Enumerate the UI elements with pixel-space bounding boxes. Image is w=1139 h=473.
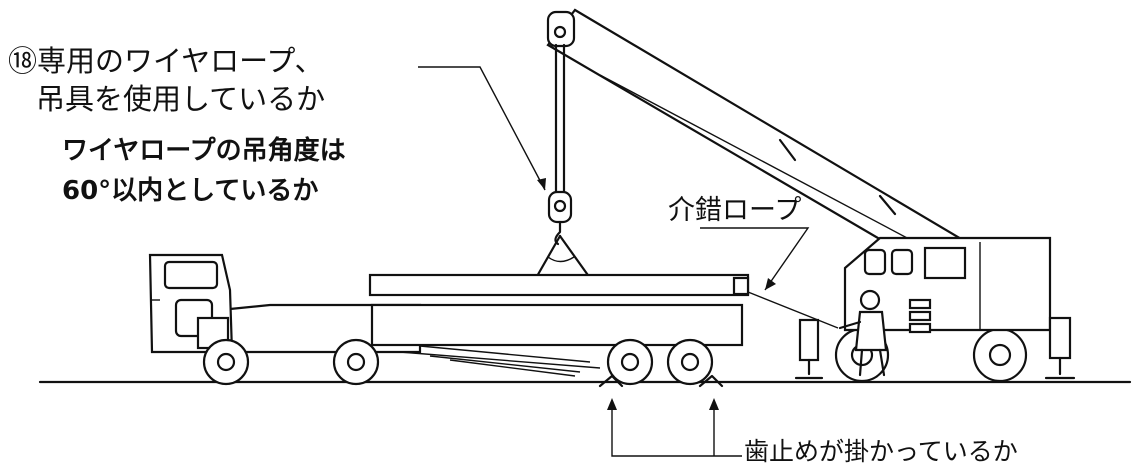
wire-rope-check-label: ⑱専用のワイヤロープ、 — [8, 44, 324, 78]
wheel-chock-label: 歯止めが掛かっているか — [744, 437, 1018, 466]
tag-line-label: 介錯ロープ — [668, 195, 802, 226]
worker — [838, 289, 888, 377]
wheel-chocks — [598, 374, 724, 388]
outriggers — [794, 316, 1076, 380]
wheels — [202, 327, 1028, 386]
sling-gear-check-label: 吊具を使用しているか — [36, 82, 326, 116]
suspended-beam — [368, 273, 750, 297]
sling-angle-label: ワイヤロープの吊角度は — [62, 136, 346, 166]
trailer — [218, 303, 744, 377]
truck-cab — [148, 253, 234, 354]
crane-carrier — [843, 236, 1052, 334]
hook-block — [547, 43, 573, 246]
tag-line-rope — [747, 291, 839, 329]
sling-angle-limit-label: 60°以内としているか — [62, 176, 319, 206]
leader-lines — [418, 66, 810, 457]
